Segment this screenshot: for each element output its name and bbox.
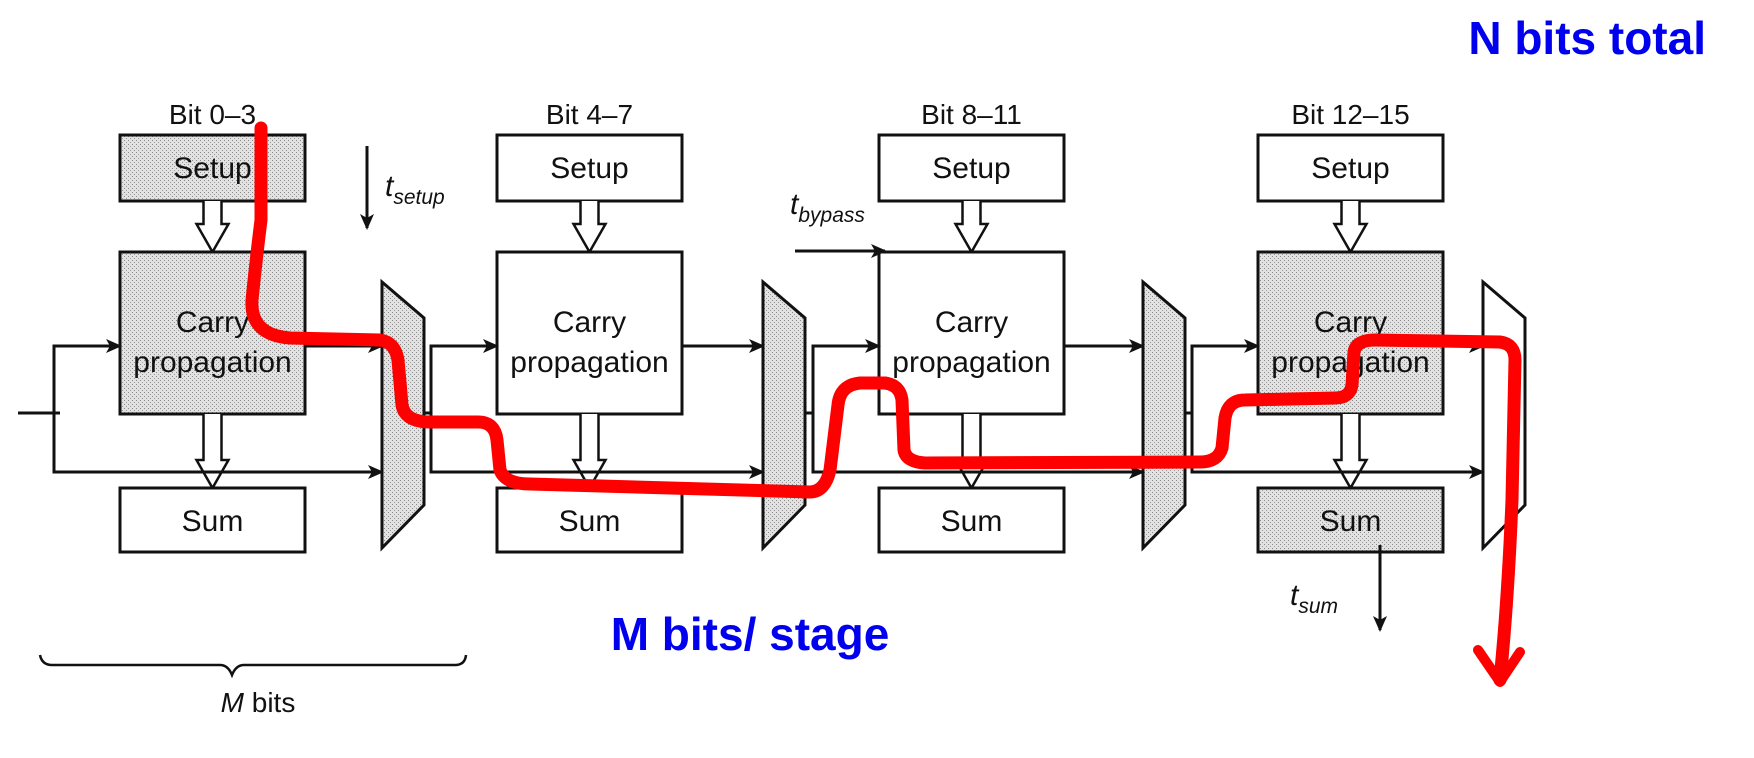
bypass-mux bbox=[761, 278, 807, 552]
sum-block bbox=[1256, 486, 1445, 554]
setup-to-carry-arrow-icon bbox=[1332, 201, 1369, 255]
sum-label: Sum bbox=[559, 505, 621, 538]
critical-path-arrowhead-icon bbox=[1473, 645, 1525, 687]
sum-block bbox=[495, 486, 684, 554]
carry-label: Carry bbox=[1314, 306, 1387, 339]
title-n-bits-total: N bits total bbox=[1468, 12, 1706, 64]
sum-block bbox=[877, 486, 1066, 554]
bypass-wire bbox=[52, 413, 384, 479]
bypass-wire bbox=[811, 413, 1145, 479]
carry-label: Carry bbox=[553, 306, 626, 339]
critical-path-line bbox=[245, 121, 1522, 687]
carry-in-wire bbox=[52, 339, 122, 472]
propagation-label: propagation bbox=[133, 346, 291, 379]
bit-range-label: Bit 8–11 bbox=[921, 99, 1022, 130]
setup-label: Setup bbox=[1311, 152, 1389, 185]
bypass-mux bbox=[1141, 278, 1187, 552]
sum-label: Sum bbox=[1320, 505, 1382, 538]
setup-to-carry-arrow-icon bbox=[953, 201, 990, 255]
bit-range-label: Bit 12–15 bbox=[1291, 99, 1409, 130]
setup-block bbox=[495, 133, 684, 203]
carry-propagation-block bbox=[495, 250, 684, 416]
setup-label: Setup bbox=[173, 152, 251, 185]
setup-to-carry-arrow-icon bbox=[571, 201, 608, 255]
carry-in-wire bbox=[429, 339, 499, 472]
setup-to-carry-arrow-icon bbox=[194, 201, 231, 255]
sum-block bbox=[118, 486, 307, 554]
propagation-label: propagation bbox=[510, 346, 668, 379]
setup-label: Setup bbox=[550, 152, 628, 185]
t-sum-label: tsum bbox=[1290, 579, 1338, 618]
setup-block bbox=[118, 133, 307, 203]
propagation-label: propagation bbox=[892, 346, 1050, 379]
t-setup-label: tsetup bbox=[385, 170, 445, 209]
sum-label: Sum bbox=[182, 505, 244, 538]
bits-text: bits bbox=[244, 687, 295, 718]
carry-to-sum-arrow-icon bbox=[953, 414, 990, 491]
carry-to-sum-arrow-icon bbox=[194, 414, 231, 491]
t-bypass-label: tbypass bbox=[790, 188, 865, 227]
bypass-wire bbox=[429, 413, 765, 479]
setup-label: Setup bbox=[932, 152, 1010, 185]
carry-to-sum-arrow-icon bbox=[571, 414, 608, 491]
m-italic: M bbox=[221, 687, 245, 718]
carry-label: Carry bbox=[176, 306, 249, 339]
carry-to-sum-arrow-icon bbox=[1332, 414, 1369, 491]
sum-label: Sum bbox=[941, 505, 1003, 538]
bypass-wire bbox=[1190, 413, 1485, 479]
bit-range-label: Bit 0–3 bbox=[169, 99, 256, 130]
carry-propagation-block bbox=[877, 250, 1066, 416]
carry-label: Carry bbox=[935, 306, 1008, 339]
subtitle-m-bits-per-stage: M bits/ stage bbox=[611, 608, 890, 660]
bit-range-label: Bit 4–7 bbox=[546, 99, 633, 130]
carry-in-wire bbox=[811, 339, 881, 472]
setup-block bbox=[1256, 133, 1445, 203]
setup-block bbox=[877, 133, 1066, 203]
m-bits-brace bbox=[38, 654, 468, 679]
m-bits-label: M bits bbox=[221, 687, 296, 718]
